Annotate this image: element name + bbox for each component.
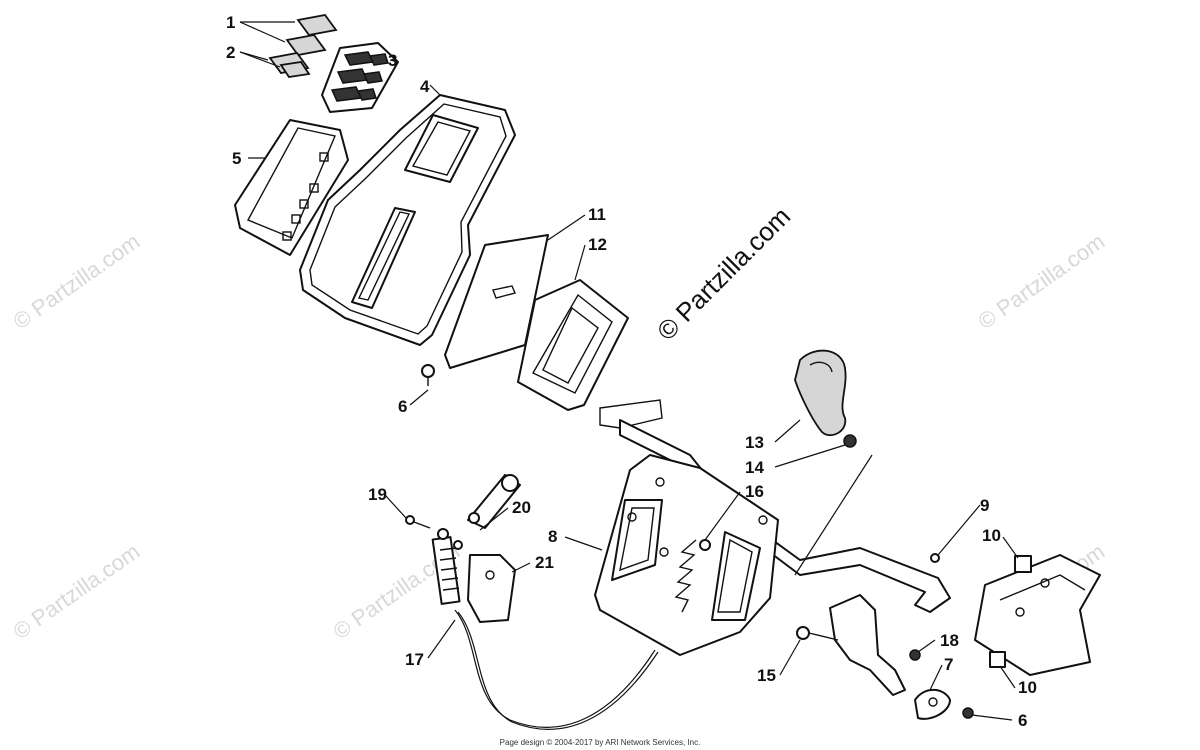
callout-13: 13: [745, 433, 764, 452]
callout-14: 14: [745, 458, 764, 477]
part-1-buttons: [285, 14, 338, 56]
callout-2: 2: [226, 43, 235, 62]
part-20-link: [467, 474, 521, 529]
callout-5: 5: [232, 149, 241, 168]
part-7-clip: [914, 688, 951, 720]
callout-labels: 1 2 3 4 5 6 11 12 13 14 16 19 20 8 21 9 …: [226, 13, 1037, 730]
part-9-screw: [930, 553, 940, 563]
part-8-bracket: [594, 454, 779, 656]
callout-6a: 6: [398, 397, 407, 416]
callout-9: 9: [980, 496, 989, 515]
part-11-boot: [444, 234, 549, 369]
part-2-buttons: [268, 52, 311, 78]
callout-8: 8: [548, 527, 557, 546]
frame-section: [974, 554, 1101, 676]
watermark-faint-2: © Partzilla.com: [974, 229, 1110, 335]
part-12-gate: [517, 279, 629, 411]
callout-19: 19: [368, 485, 387, 504]
callout-1: 1: [226, 13, 235, 32]
part-13-knob: [794, 349, 847, 437]
part-5-decal: [234, 119, 349, 256]
part-3-switch-bezel: [321, 42, 399, 113]
watermark-faint-3: © Partzilla.com: [9, 539, 145, 645]
page-footer: Page design © 2004-2017 by ARI Network S…: [499, 738, 701, 747]
callout-10b: 10: [1018, 678, 1037, 697]
callout-17: 17: [405, 650, 424, 669]
callout-20: 20: [512, 498, 531, 517]
leader-lines: [239, 21, 1019, 721]
callout-18: 18: [940, 631, 959, 650]
callout-4: 4: [420, 77, 430, 96]
part-19-screw: [405, 515, 431, 529]
watermark-faint-1: © Partzilla.com: [9, 229, 145, 335]
callout-15: 15: [757, 666, 776, 685]
callout-11: 11: [588, 205, 606, 224]
part-14-nut: [843, 434, 857, 448]
callout-12: 12: [588, 235, 607, 254]
part-15-arm: [796, 594, 906, 696]
part-18-nut: [909, 649, 921, 661]
callout-6b: 6: [1018, 711, 1027, 730]
callout-3: 3: [388, 51, 397, 70]
part-4-console: [299, 94, 516, 346]
watermark-main: © Partzilla.com: [651, 201, 796, 346]
part-21-bracket: [467, 554, 516, 623]
callout-16: 16: [745, 482, 764, 501]
part-6-screw-b: [962, 707, 974, 719]
callout-7: 7: [944, 655, 953, 674]
part-10-clip-b: [989, 651, 1006, 668]
part-6-screw-a: [421, 364, 435, 386]
part-10-clip-a: [1014, 555, 1032, 573]
callout-21: 21: [535, 553, 554, 572]
part-17-cable: [431, 528, 659, 730]
callout-10a: 10: [982, 526, 1001, 545]
